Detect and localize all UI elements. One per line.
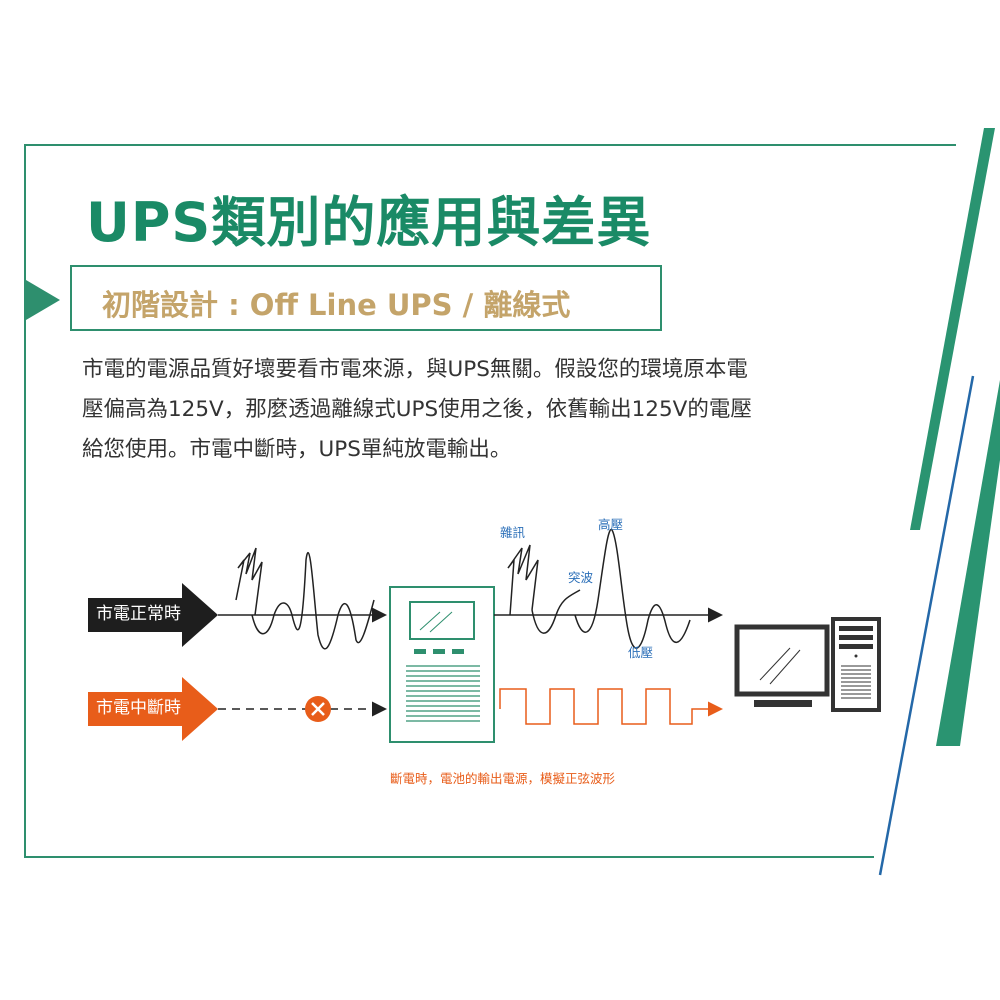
description-paragraph: 市電的電源品質好壞要看市電來源，與UPS無關。假設您的環境原本電 壓偏高為125… — [82, 350, 892, 470]
surge-label: 突波 — [568, 570, 594, 585]
paragraph-line-3: 給您使用。市電中斷時，UPS單純放電輸出。 — [82, 437, 512, 462]
output-noise-spike — [507, 544, 539, 616]
green-slash-thick — [936, 380, 1000, 746]
output-wave — [574, 528, 691, 649]
output-surge — [531, 589, 581, 634]
outage-power-label: 市電中斷時 — [96, 698, 181, 718]
input-noise-spike — [235, 547, 263, 616]
paragraph-line-1: 市電的電源品質好壞要看市電來源，與UPS無關。假設您的環境原本電 — [82, 357, 748, 382]
outage-power-tag — [88, 677, 218, 741]
battery-caption: 斷電時，電池的輸出電源，模擬正弦波形 — [390, 771, 616, 786]
page-title: UPS類別的應用與差異 — [86, 191, 652, 254]
cross-icon — [305, 696, 331, 722]
subtitle-arrow-icon — [26, 280, 60, 320]
subtitle-box — [70, 265, 662, 331]
subtitle: 初階設計 : Off Line UPS / 離線式 — [102, 288, 571, 322]
normal-power-label: 市電正常時 — [96, 604, 181, 624]
paragraph-line-2: 壓偏高為125V，那麼透過離線式UPS使用之後，依舊輸出125V的電壓 — [82, 397, 752, 422]
frame-bottom-border — [24, 856, 874, 858]
square-wave — [499, 688, 723, 725]
input-surge — [251, 602, 293, 635]
low-voltage-label: 低壓 — [628, 645, 654, 660]
normal-power-tag — [88, 583, 218, 647]
green-slash-thin — [910, 128, 995, 530]
input-wave — [291, 551, 375, 650]
high-voltage-label: 高壓 — [598, 517, 624, 532]
frame-top-border — [24, 144, 956, 146]
frame-left-border — [24, 144, 26, 858]
ups-unit-icon — [389, 586, 495, 743]
noise-label: 雜訊 — [500, 525, 526, 540]
desktop-computer-icon — [734, 617, 881, 712]
blue-slash — [878, 375, 975, 876]
